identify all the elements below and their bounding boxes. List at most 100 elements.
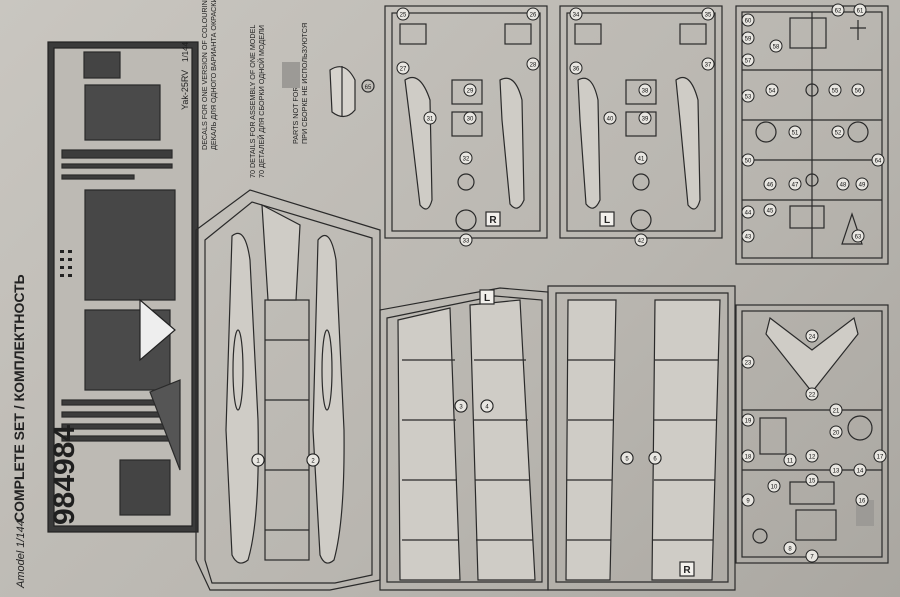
part-number-24: 24 [805, 329, 819, 343]
svg-text:28: 28 [530, 63, 537, 69]
svg-text:57: 57 [745, 59, 752, 65]
part-number-11: 11 [783, 453, 797, 467]
part-number-23: 23 [741, 355, 755, 369]
svg-text:61: 61 [857, 9, 864, 15]
svg-text:64: 64 [875, 159, 882, 165]
part-number-22: 22 [805, 387, 819, 401]
svg-text:24: 24 [809, 335, 816, 341]
part-number-14: 14 [853, 463, 867, 477]
note-unused-ru: ПРИ СБОРКЕ НЕ ИСПОЛЬЗУЮТСЯ [300, 23, 309, 144]
part-number-62: 62 [831, 3, 845, 17]
part-number-33: 33 [459, 233, 473, 247]
svg-text:10: 10 [771, 485, 778, 491]
part-number-12: 12 [805, 449, 819, 463]
part-number-36: 36 [569, 61, 583, 75]
svg-text:36: 36 [573, 67, 580, 73]
page-heading: COMPLETE SET / КОМПЛЕКТНОСТЬ [11, 274, 27, 522]
part-number-57: 57 [741, 53, 755, 67]
svg-text:56: 56 [855, 89, 862, 95]
part-number-43: 43 [741, 229, 755, 243]
svg-text:49: 49 [859, 183, 866, 189]
part-number-60: 60 [741, 13, 755, 27]
svg-text:55: 55 [832, 89, 839, 95]
part-number-47: 47 [788, 177, 802, 191]
svg-text:32: 32 [463, 157, 470, 163]
svg-text:34: 34 [573, 13, 580, 19]
decal-serial: 984984 [48, 425, 81, 525]
part-number-27: 27 [396, 61, 410, 75]
svg-text:14: 14 [857, 469, 864, 475]
svg-text:53: 53 [745, 95, 752, 101]
part-number-40: 40 [603, 111, 617, 125]
svg-text:33: 33 [463, 239, 470, 245]
svg-text:52: 52 [835, 131, 842, 137]
note-decals-en: DECALS FOR ONE VERSION OF COLOURING [200, 0, 209, 150]
svg-text:59: 59 [745, 37, 752, 43]
part-number-51: 51 [788, 125, 802, 139]
part-number-45: 45 [763, 203, 777, 217]
svg-text:37: 37 [705, 63, 712, 69]
svg-text:16: 16 [859, 499, 866, 505]
part-number-46: 46 [763, 177, 777, 191]
part-number-3: 3 [454, 399, 468, 413]
unused-swatch [282, 62, 300, 88]
part-number-9: 9 [741, 493, 755, 507]
canopy-part [329, 66, 375, 118]
svg-text:51: 51 [792, 131, 799, 137]
svg-text:9: 9 [746, 499, 750, 505]
svg-text:4: 4 [485, 405, 489, 411]
svg-text:39: 39 [642, 117, 649, 123]
part-number-41: 41 [634, 151, 648, 165]
svg-text:6: 6 [653, 457, 657, 463]
part-number-54: 54 [765, 83, 779, 97]
part-number-4: 4 [480, 399, 494, 413]
part-number-48: 48 [836, 177, 850, 191]
note-decals-ru: ДЕКАЛЬ ДЛЯ ОДНОГО ВАРИАНТА ОКРАСКИ [209, 0, 218, 150]
decal-model: Yak-25RV [180, 70, 190, 110]
svg-text:12: 12 [809, 455, 816, 461]
svg-text:38: 38 [642, 89, 649, 95]
part-number-56: 56 [851, 83, 865, 97]
svg-text:45: 45 [767, 209, 774, 215]
part-number-21: 21 [829, 403, 843, 417]
svg-text:47: 47 [792, 183, 799, 189]
svg-text:7: 7 [810, 555, 814, 561]
part-number-28: 28 [526, 57, 540, 71]
svg-text:23: 23 [745, 361, 752, 367]
sprue-l-marker: L [604, 215, 610, 226]
part-number-25: 25 [396, 7, 410, 21]
part-number-26: 26 [526, 7, 540, 21]
svg-text:19: 19 [745, 419, 752, 425]
svg-text:17: 17 [877, 455, 884, 461]
part-number-63: 63 [851, 229, 865, 243]
part-number-1: 1 [251, 453, 265, 467]
svg-text:35: 35 [705, 13, 712, 19]
part-number-15: 15 [805, 473, 819, 487]
decal-sheet [47, 41, 199, 533]
part-number-19: 19 [741, 413, 755, 427]
part-number-52: 52 [831, 125, 845, 139]
svg-text:8: 8 [788, 547, 792, 553]
sprue-r-marker: R [489, 215, 497, 226]
wing-right-marker: R [683, 565, 691, 576]
small-parts-sprue [735, 5, 889, 265]
svg-text:41: 41 [638, 157, 645, 163]
part-number-59: 59 [741, 31, 755, 45]
part-number-32: 32 [459, 151, 473, 165]
part-number-16: 16 [855, 493, 869, 507]
part-number-2: 2 [306, 453, 320, 467]
part-number-37: 37 [701, 57, 715, 71]
svg-text:54: 54 [769, 89, 776, 95]
note-details-en: 70 DETAILS FOR ASSEMBLY OF ONE MODEL [248, 25, 257, 178]
part-number-29: 29 [463, 83, 477, 97]
part-number-13: 13 [829, 463, 843, 477]
part-number-20: 20 [829, 425, 843, 439]
wing-sprue-right [547, 285, 736, 591]
svg-text:26: 26 [530, 13, 537, 19]
svg-text:3: 3 [459, 405, 463, 411]
svg-text:25: 25 [400, 13, 407, 19]
fuselage-sprue [195, 189, 381, 591]
svg-text:62: 62 [835, 9, 842, 15]
part-number-7: 7 [805, 549, 819, 563]
